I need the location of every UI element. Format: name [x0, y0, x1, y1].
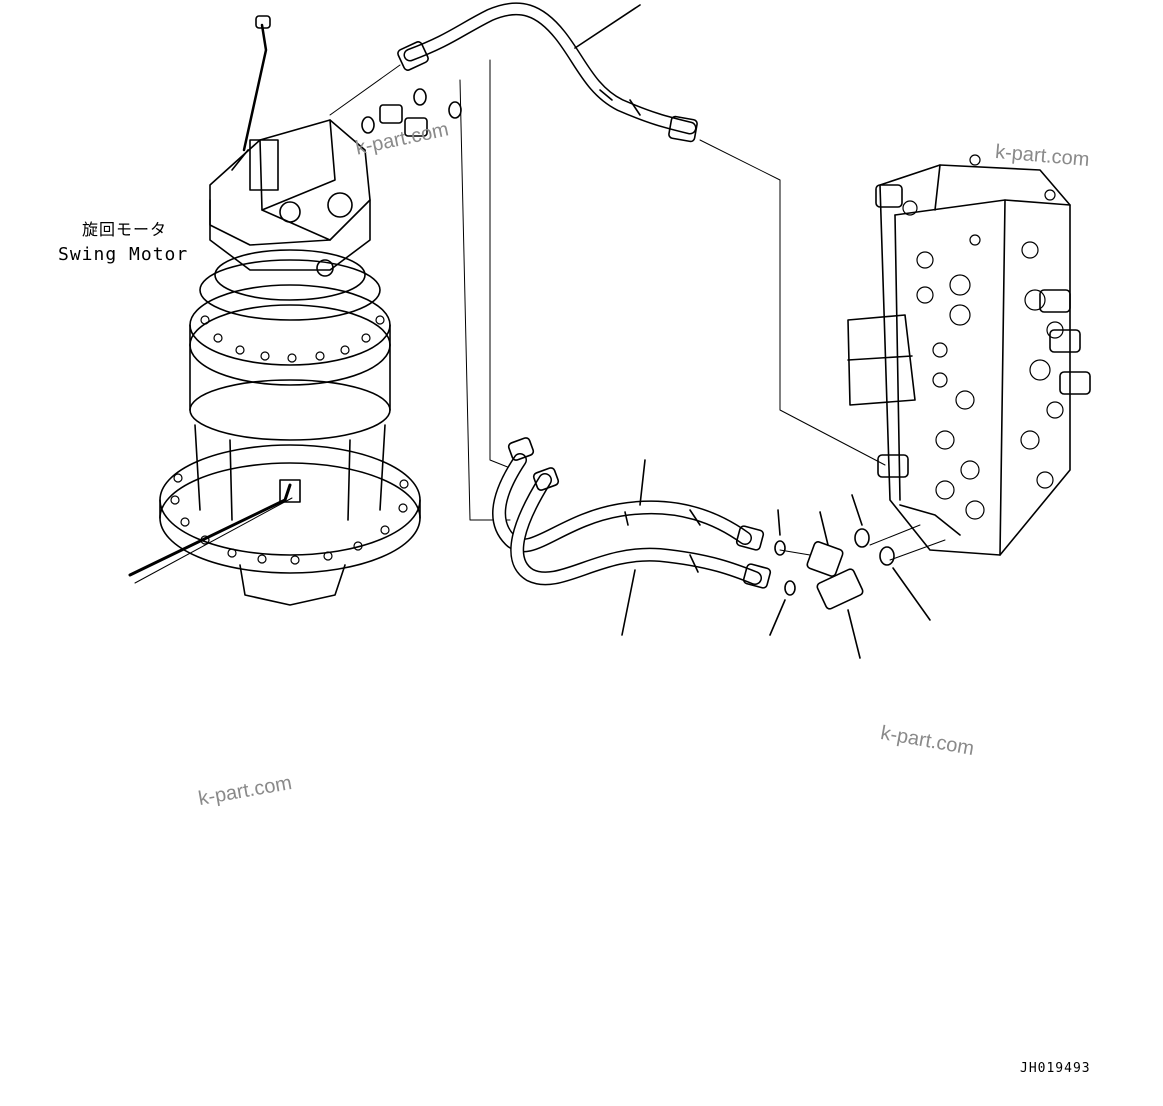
component-label-jp: 旋回モータ: [82, 220, 168, 239]
drawing-code: JH019493: [1020, 1061, 1091, 1076]
component-label-en: Swing Motor: [58, 244, 189, 265]
swing-motor: [128, 15, 421, 606]
lower-hoses: [492, 437, 772, 636]
control-valve: [847, 154, 1091, 556]
motor-fittings: [361, 88, 462, 137]
upper-hose: [397, 2, 698, 143]
lower-fittings: [769, 494, 931, 659]
